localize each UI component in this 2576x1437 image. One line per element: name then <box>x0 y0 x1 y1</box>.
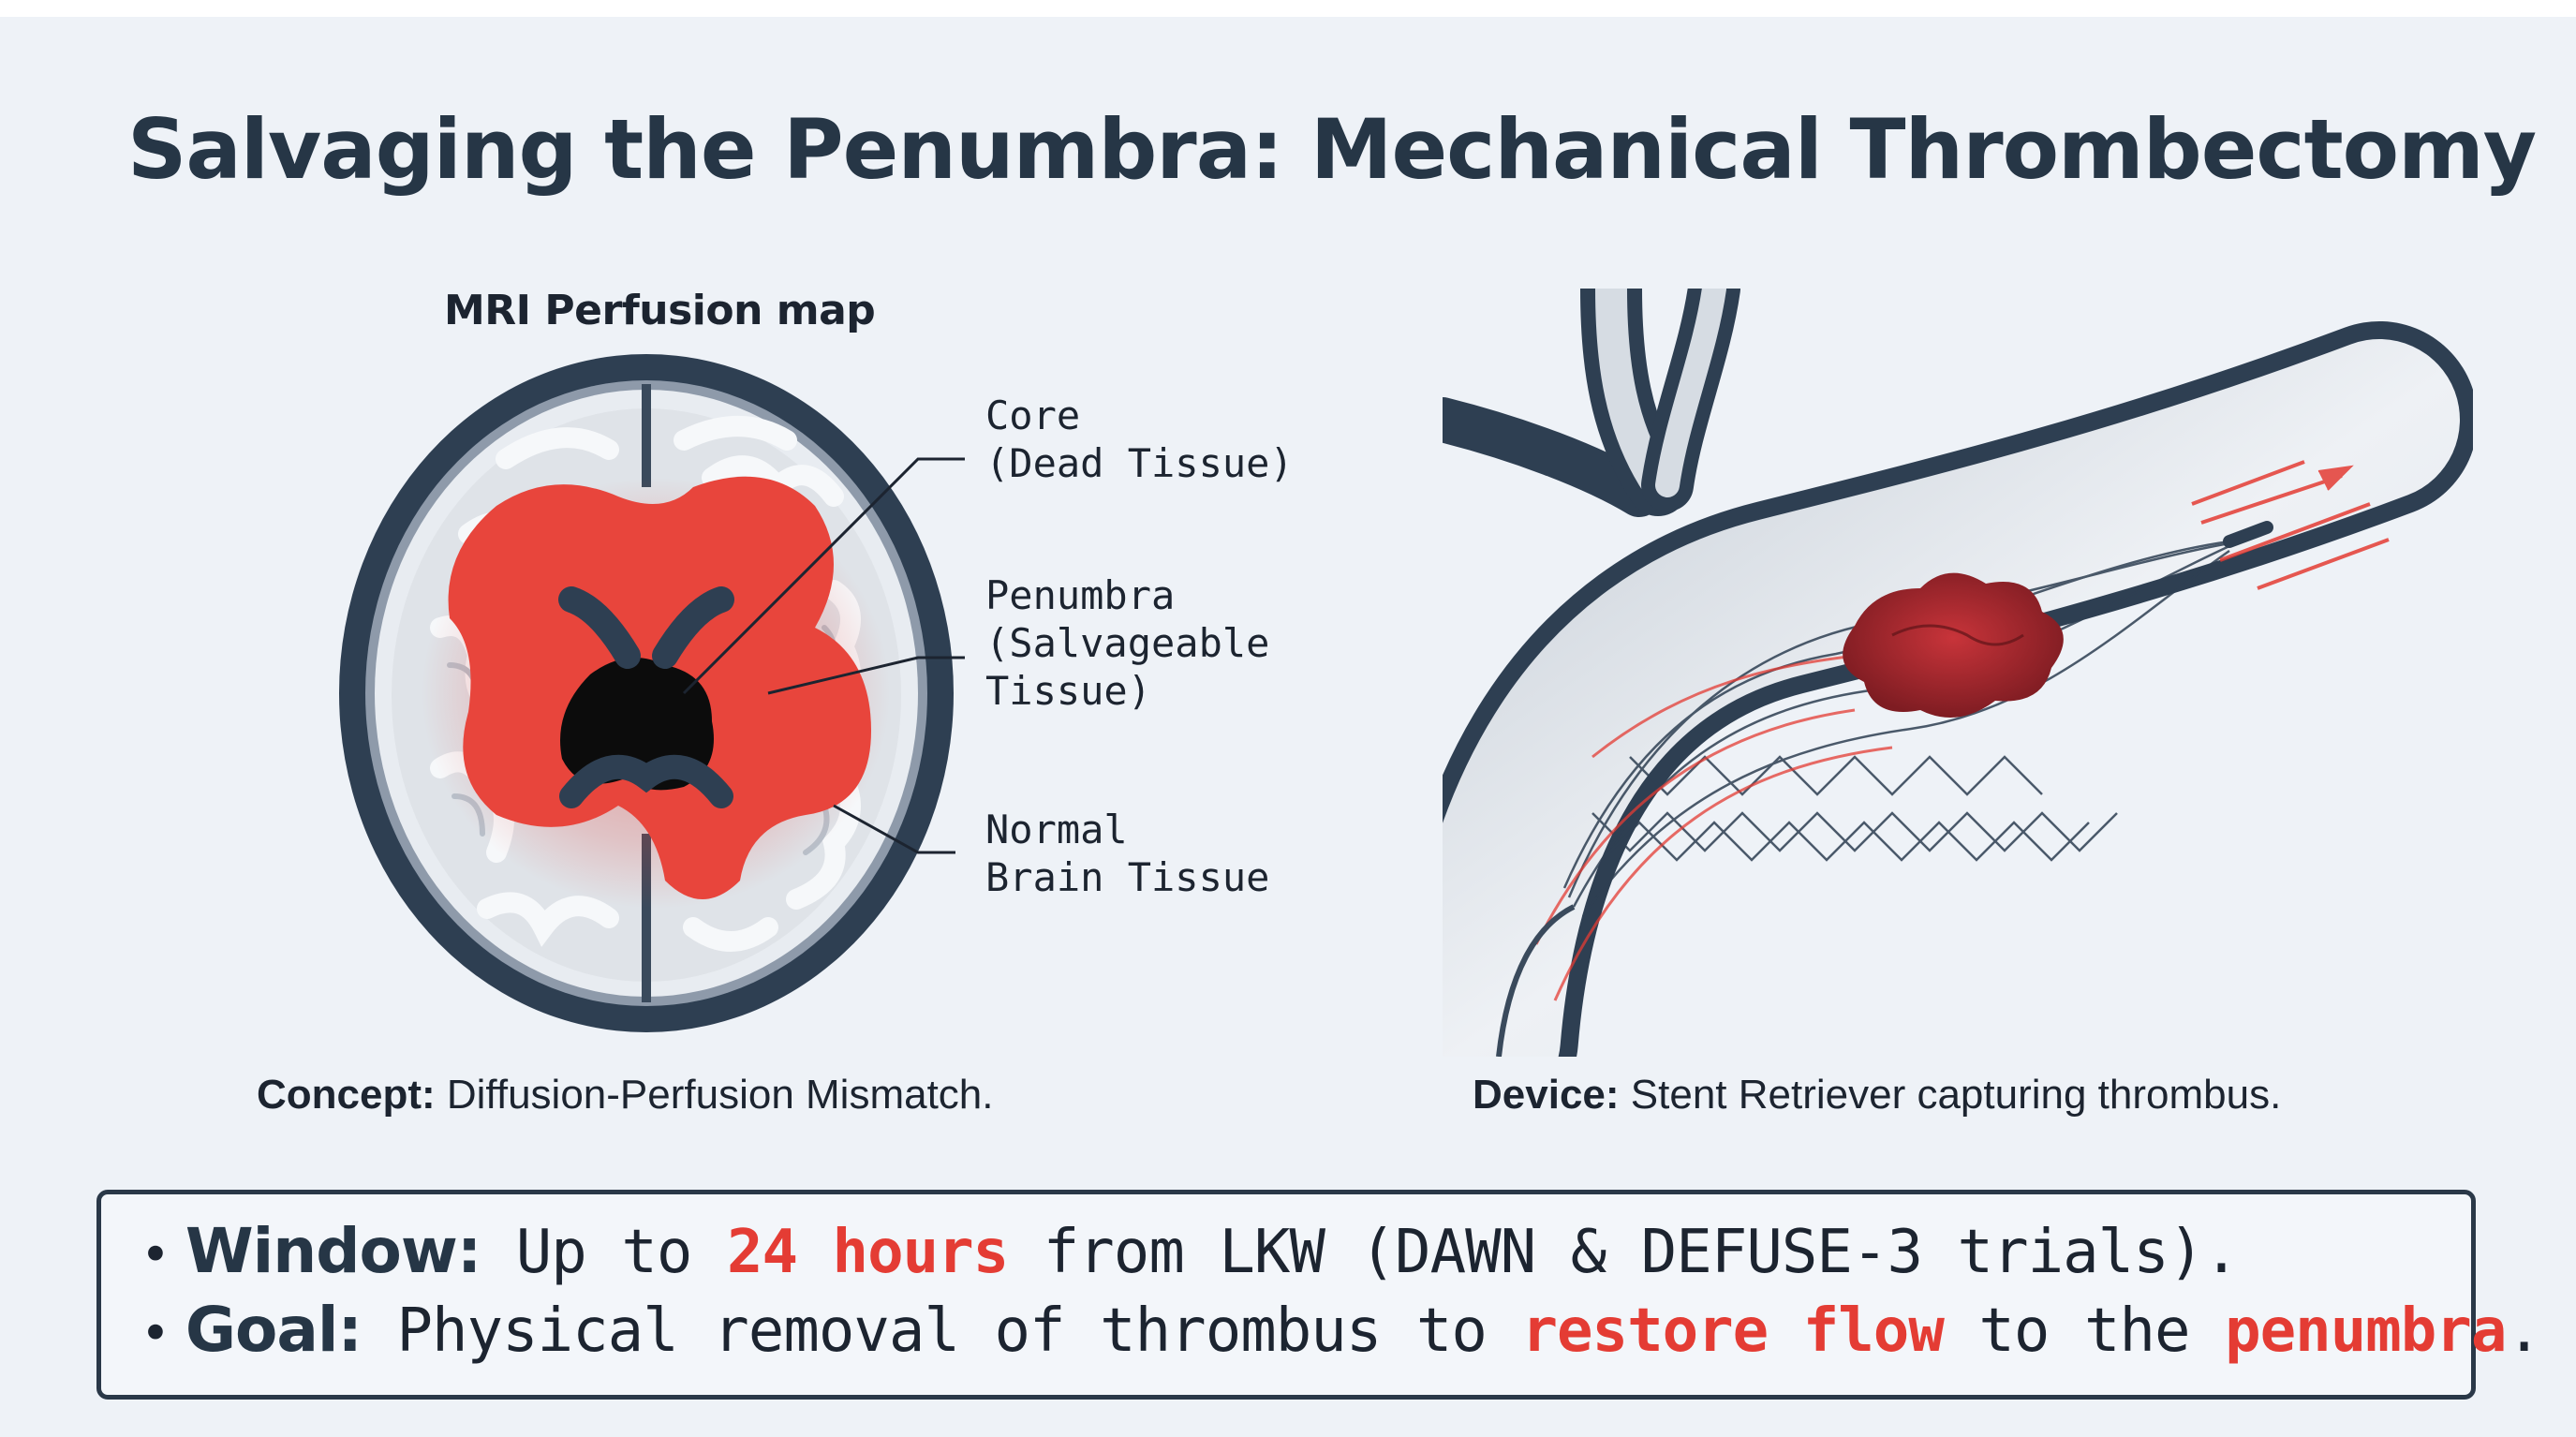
stent-retriever-illustration <box>1443 289 2473 1057</box>
page-title: Salvaging the Penumbra: Mechanical Throm… <box>127 101 2537 198</box>
concept-caption-key: Concept: <box>257 1072 436 1118</box>
thrombus <box>1843 572 2064 718</box>
goal-mid: to the <box>1943 1296 2226 1366</box>
penumbra-label-line3: Tissue) <box>985 668 1152 714</box>
brain-mri-illustration <box>339 354 965 1032</box>
window-post: from LKW (DAWN & DEFUSE-3 trials). <box>1008 1218 2240 1287</box>
label-leader-lines <box>682 457 965 854</box>
key-points-box: • Window: Up to 24 hours from LKW (DAWN &… <box>96 1190 2542 1400</box>
device-caption: Device: Stent Retriever capturing thromb… <box>1473 1072 2281 1118</box>
core-label-line1: Core <box>985 393 1081 438</box>
concept-caption: Concept: Diffusion-Perfusion Mismatch. <box>257 1072 994 1118</box>
blood-flow-lines <box>1534 652 1893 1001</box>
penumbra-label-line2: (Salvageable <box>985 620 1270 666</box>
slide: Salvaging the Penumbra: Mechanical Throm… <box>0 17 2576 1437</box>
window-key: Window: <box>185 1215 481 1287</box>
goal-post: . <box>2506 1296 2542 1366</box>
device-caption-text: Stent Retriever capturing thrombus. <box>1619 1072 2282 1118</box>
mri-panel-heading: MRI Perfusion map <box>444 287 876 334</box>
device-caption-key: Device: <box>1473 1072 1620 1118</box>
stent-mesh <box>1562 540 2230 917</box>
normal-label-line1: Normal <box>985 807 1128 852</box>
blood-vessel <box>1443 289 2473 1057</box>
core-label: Core(Dead Tissue) <box>985 392 1294 487</box>
window-highlight: 24 hours <box>726 1218 1009 1287</box>
goal-key: Goal: <box>185 1294 363 1366</box>
concept-caption-text: Diffusion-Perfusion Mismatch. <box>435 1072 994 1118</box>
goal-highlight-penumbra: penumbra <box>2225 1296 2507 1366</box>
window-bullet: • Window: Up to 24 hours from LKW (DAWN &… <box>141 1213 2240 1293</box>
flow-arrow-icon <box>2191 460 2390 590</box>
goal-pre: Physical removal of thrombus to <box>361 1296 1522 1366</box>
bullet-dot-icon: • <box>141 1304 170 1363</box>
goal-highlight-restore-flow: restore flow <box>1521 1296 1944 1366</box>
window-pre: Up to <box>481 1218 727 1287</box>
bullet-dot-icon: • <box>141 1225 170 1284</box>
catheter-wire <box>1496 904 1576 1057</box>
penumbra-label-line1: Penumbra <box>985 572 1176 618</box>
goal-bullet: • Goal: Physical removal of thrombus to r… <box>141 1292 2542 1371</box>
core-label-line2: (Dead Tissue) <box>985 440 1294 486</box>
normal-label-line2: Brain Tissue <box>985 854 1270 900</box>
